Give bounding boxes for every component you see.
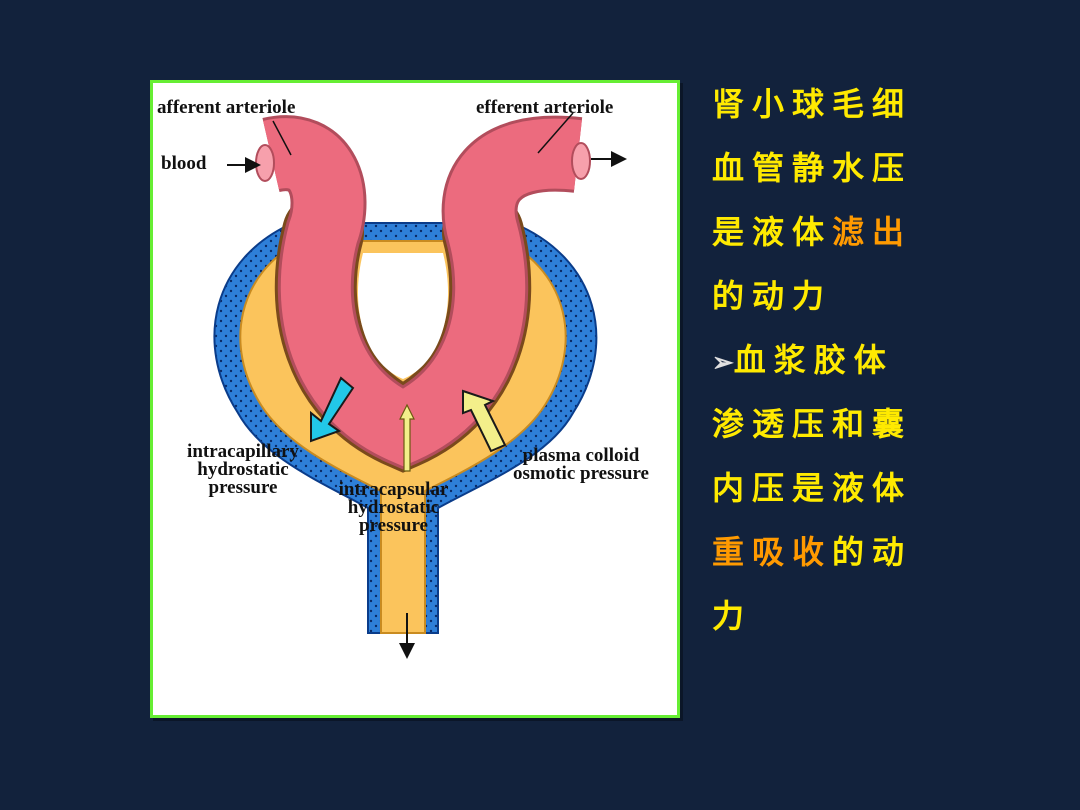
intracapillary-pressure-arrow bbox=[310, 376, 355, 443]
afferent-opening bbox=[255, 144, 275, 182]
side-line-1: 肾小球毛细 bbox=[712, 85, 913, 123]
efferent-arteriole bbox=[263, 118, 582, 467]
side-line-4: 的动力 bbox=[712, 277, 833, 315]
blood-label: blood bbox=[161, 153, 207, 174]
bullet-arrow-icon: ➢ bbox=[712, 348, 734, 378]
side-text: 肾小球毛细 血管静水压 是液体滤出 的动力 ➢血浆胶体 渗透压和囊 内压是液体 … bbox=[712, 84, 1052, 660]
side-line-5: ➢血浆胶体 bbox=[712, 341, 894, 379]
side-line-6: 渗透压和囊 bbox=[712, 405, 913, 443]
glomerulus-diagram bbox=[213, 112, 627, 659]
efferent-pointer bbox=[537, 112, 574, 154]
side-line-8: 重吸收的动 bbox=[712, 533, 913, 571]
plasma-colloid-label: plasma colloid osmotic pressure bbox=[513, 445, 649, 484]
side-line-2: 血管静水压 bbox=[712, 149, 913, 187]
intracapsular-pressure-arrow bbox=[399, 403, 415, 472]
afferent-pointer bbox=[272, 120, 292, 156]
side-line-7: 内压是液体 bbox=[712, 469, 913, 507]
loop-center bbox=[357, 253, 449, 379]
afferent-arteriole-label: afferent arteriole bbox=[157, 97, 296, 118]
plasma-colloid-pressure-arrow bbox=[462, 389, 507, 453]
efferent-arteriole-label: efferent arteriole bbox=[476, 97, 614, 118]
side-line-9: 力 bbox=[712, 597, 753, 635]
intracapillary-label: intracapillary hydrostatic pressure bbox=[187, 441, 299, 498]
intracapsular-label: intracapsular hydrostatic pressure bbox=[338, 479, 449, 536]
side-line-3: 是液体滤出 bbox=[712, 213, 913, 251]
diagram-panel: afferent arteriole efferent arteriole bl… bbox=[150, 80, 680, 718]
efferent-opening bbox=[571, 142, 591, 180]
